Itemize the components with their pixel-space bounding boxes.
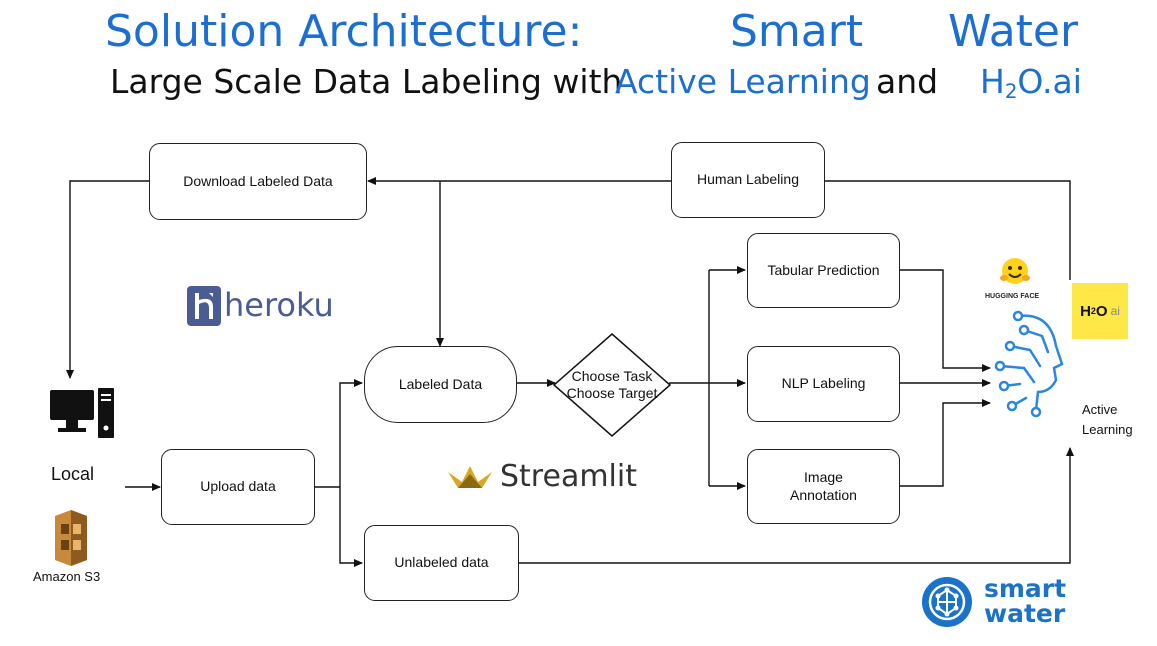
choose-text: Choose Task Choose Target [562,368,662,402]
subtitle-h2o: H2O.ai [980,62,1082,103]
title-smart: Smart [730,6,864,57]
water-word: water [984,599,1066,628]
arrow-image-to-active [900,399,991,487]
amazon-s3-icon [55,510,87,566]
image-annotation-box: Image Annotation [747,449,900,524]
streamlit-icon [448,466,492,488]
choose-target-label: Choose Target [566,385,658,401]
unlabeled-data-box: Unlabeled data [364,525,519,601]
tabular-prediction-box: Tabular Prediction [747,233,900,308]
arrow-upload-to-labeled [339,379,363,487]
subtitle-and: and [876,62,939,101]
arrow-download-to-local [66,180,149,379]
heroku-label: heroku [224,286,334,324]
title-water: Water [948,6,1079,57]
image-annotation-line2: Annotation [790,486,857,503]
choose-task-label: Choose Task [571,368,653,384]
subtitle-active-learning: Active Learning [615,62,871,101]
choose-diamond [552,333,672,437]
download-labeled-data-box: Download Labeled Data [149,143,367,220]
image-annotation-line1: Image [804,469,843,485]
smart-water-icon [922,577,972,627]
active-label: Active [1082,402,1118,417]
subtitle-prefix: Large Scale Data Labeling with [110,62,623,101]
local-label: Local [51,464,95,484]
arrow-tabular-to-active [900,269,991,372]
brain-network-icon [994,310,1064,418]
amazon-s3-label: Amazon S3 [33,569,101,584]
title-main: Solution Architecture: [105,6,583,57]
human-labeling-box: Human Labeling [671,142,825,218]
learning-label: Learning [1082,422,1133,437]
hugging-face-label: HUGGING FACE [985,293,1040,300]
nlp-labeling-box: NLP Labeling [747,346,900,422]
labeled-data-box: Labeled Data [364,346,517,423]
arrow-upload-to-unlabeled [339,487,363,567]
streamlit-label: Streamlit [500,459,637,494]
smart-word: smart [984,574,1067,603]
smart-water-label: smart water [984,576,1066,626]
upload-data-box: Upload data [161,449,315,525]
computer-icon [50,388,114,438]
line-human-to-active [825,180,1071,280]
arrow-unlabeled-to-active [519,447,1074,564]
heroku-icon [187,286,221,326]
hugging-face-icon [1000,258,1030,284]
